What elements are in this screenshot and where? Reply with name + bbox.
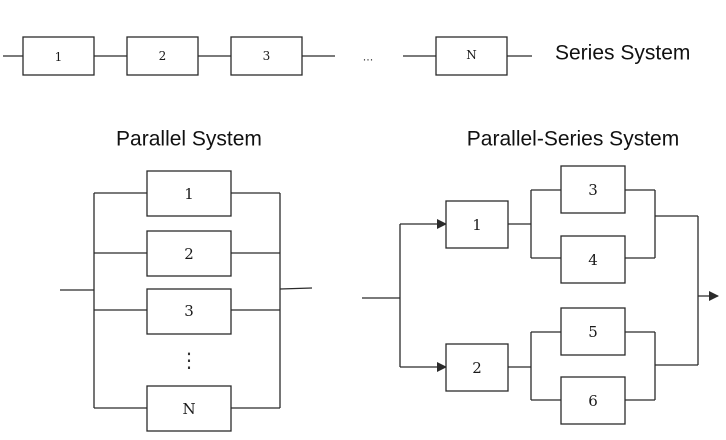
ps-block-6-label: 6 — [588, 392, 598, 410]
parallel-ellipsis: ⋮ — [179, 348, 199, 372]
ps-block-4 — [560, 235, 626, 284]
series-block-n-label: N — [466, 48, 477, 62]
series-block-3-label: 3 — [263, 49, 271, 63]
ps-block-6 — [560, 376, 626, 425]
series-block-2-label: 2 — [159, 49, 167, 63]
ps-block-1 — [445, 200, 509, 249]
series-system: ... 1 2 3 N Series System — [3, 36, 690, 76]
ps-block-2 — [445, 343, 509, 392]
series-block-2 — [126, 36, 199, 76]
ps-block-3 — [560, 165, 626, 214]
parallel-block-3-label: 3 — [184, 302, 194, 320]
ps-block-2-label: 2 — [472, 359, 482, 377]
ps-block-5-label: 5 — [588, 323, 598, 341]
parallel-block-2-label: 2 — [184, 245, 194, 263]
parallel-system: Parallel System 1 2 3 ⋮ N — [60, 128, 313, 432]
series-ellipsis: ... — [363, 51, 374, 64]
parallel-block-1-label: 1 — [184, 185, 194, 203]
series-title: Series System — [555, 42, 690, 65]
ps-block-3-label: 3 — [588, 181, 598, 199]
ps-block-1-label: 1 — [472, 216, 482, 234]
parallel-block-1 — [146, 170, 232, 217]
parallel-series-title: Parallel-Series System — [467, 128, 679, 151]
parallel-title: Parallel System — [116, 128, 262, 151]
series-block-3 — [230, 36, 303, 76]
parallel-series-system: Parallel-Series System 1 2 — [362, 128, 719, 425]
parallel-block-n-label: N — [182, 400, 195, 418]
series-block-1-label: 1 — [55, 50, 63, 64]
parallel-block-3 — [146, 288, 232, 335]
parallel-block-2 — [146, 230, 232, 277]
parallel-output-wire — [279, 287, 313, 290]
ps-block-4-label: 4 — [588, 251, 598, 269]
parallel-block-n — [146, 385, 232, 432]
ps-block-5 — [560, 307, 626, 356]
